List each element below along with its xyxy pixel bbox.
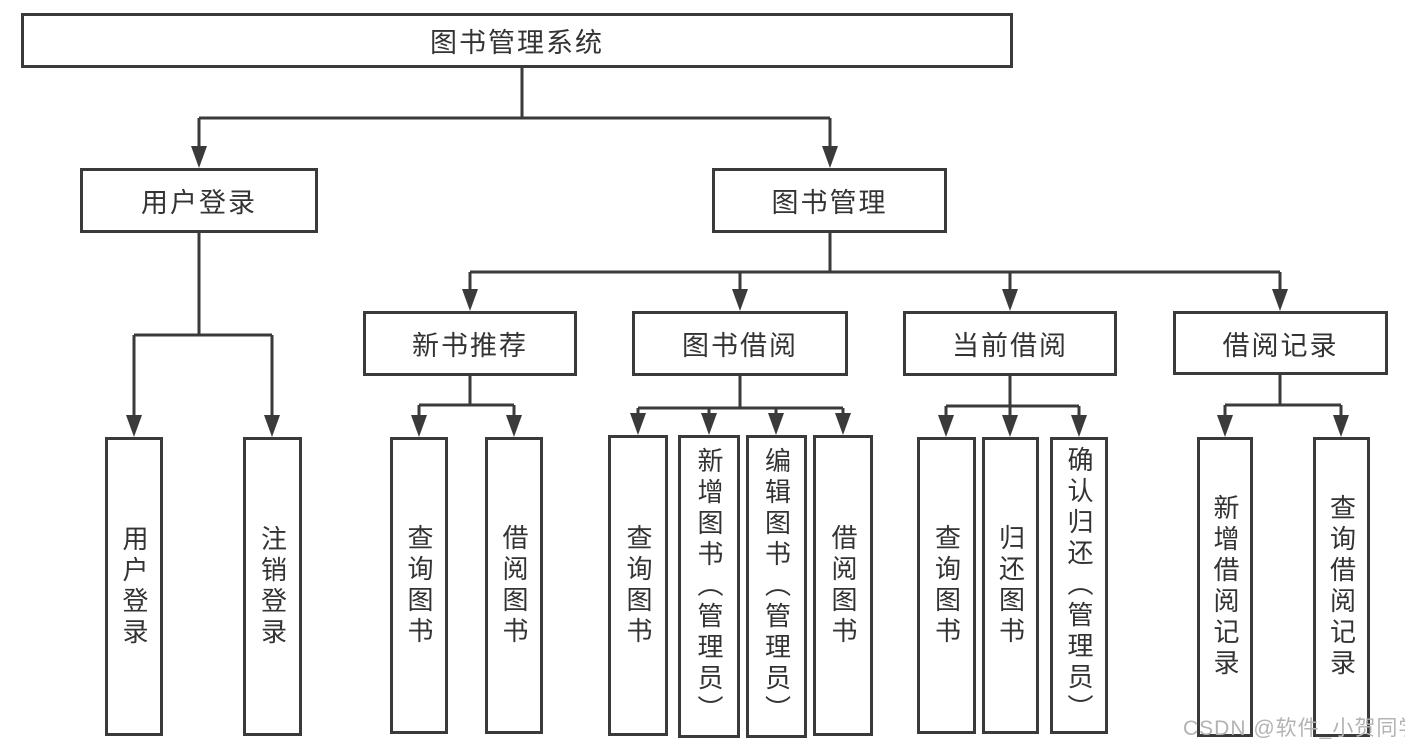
node-label: 借阅图书	[828, 523, 858, 648]
node-label: 当前借阅	[952, 331, 1068, 361]
node-label: 注销登录	[257, 524, 288, 649]
node-label: 查询图书	[404, 523, 434, 648]
leaf-edit-books-admin: 编辑图书（管理员）	[746, 435, 807, 738]
leaf-confirm-return-admin: 确认归还（管理员）	[1050, 437, 1108, 734]
node-label: 图书借阅	[682, 331, 798, 361]
leaf-rec-query-books: 查询图书	[390, 437, 448, 734]
node-label: 图书管理	[771, 188, 888, 218]
node-label: 新增图书（管理员）	[694, 447, 724, 726]
node-library-management-system: 图书管理系统	[21, 13, 1013, 68]
node-borrowing-records: 借阅记录	[1173, 311, 1388, 375]
leaf-return-books: 归还图书	[982, 437, 1039, 734]
leaf-add-books-admin: 新增图书（管理员）	[678, 435, 740, 738]
node-label: 编辑图书（管理员）	[761, 447, 792, 726]
leaf-user-login: 用户登录	[105, 437, 163, 736]
node-label: 借阅记录	[1222, 330, 1339, 361]
node-label: 新增借阅记录	[1210, 494, 1240, 680]
node-label: 查询图书	[623, 523, 653, 648]
node-current-borrowing: 当前借阅	[903, 311, 1117, 376]
node-label: 查询图书	[931, 523, 962, 648]
leaf-current-query-books: 查询图书	[917, 437, 976, 734]
node-label: 归还图书	[995, 523, 1026, 648]
node-book-borrowing: 图书借阅	[632, 311, 848, 376]
leaf-logout: 注销登录	[243, 437, 302, 736]
node-label: 查询借阅记录	[1326, 494, 1357, 680]
node-label: 用户登录	[141, 188, 257, 218]
node-label: 借阅图书	[499, 523, 529, 648]
node-label: 用户登录	[119, 524, 149, 649]
node-label: 新书推荐	[412, 331, 528, 361]
node-user-login-group: 用户登录	[80, 168, 318, 233]
node-label: 确认归还（管理员）	[1064, 446, 1094, 725]
leaf-borrow-query-books: 查询图书	[608, 435, 668, 736]
leaf-query-borrow-record: 查询借阅记录	[1313, 437, 1370, 737]
leaf-borrow-books: 借阅图书	[813, 435, 873, 736]
leaf-rec-borrow-books: 借阅图书	[485, 437, 543, 734]
csdn-watermark: CSDN @软件_小贺同学	[1183, 717, 1405, 740]
node-book-management: 图书管理	[712, 168, 947, 233]
node-new-book-recommendation: 新书推荐	[363, 311, 577, 376]
node-label: 图书管理系统	[430, 28, 604, 58]
leaf-add-borrow-record: 新增借阅记录	[1197, 437, 1253, 737]
